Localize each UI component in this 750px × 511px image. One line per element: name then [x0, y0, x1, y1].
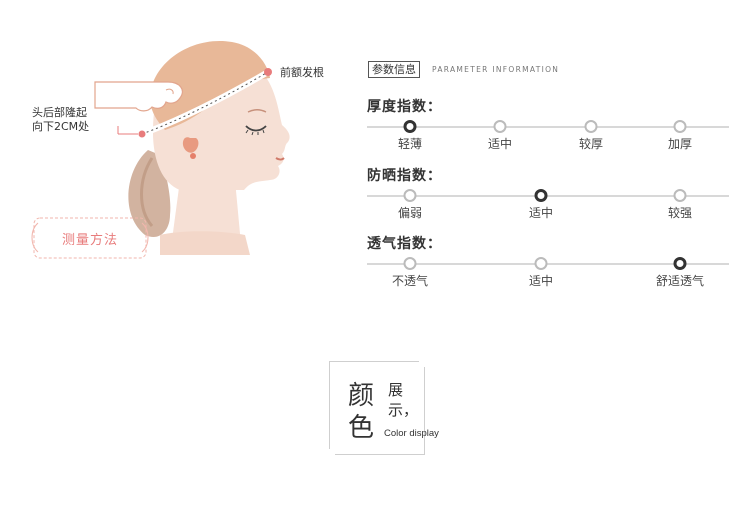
parameter-subtitle: PARAMETER INFORMATION	[432, 64, 560, 74]
sun-opt-weak: 偏弱	[397, 206, 423, 220]
color-display-heading: 颜 色 展 示， Color display	[329, 361, 439, 455]
display-char-1: 展	[388, 381, 404, 399]
thickness-title: 厚度指数：	[367, 99, 442, 115]
thickness-dot-thick	[584, 120, 598, 133]
breathability-title: 透气指数：	[367, 236, 442, 252]
thickness-opt-extra-thick: 加厚	[667, 137, 693, 151]
label-back-line2: 向下2CM处	[32, 120, 90, 133]
thickness-opt-medium: 适中	[487, 137, 513, 151]
breath-dot-medium	[534, 257, 548, 270]
head-measure-illustration: 前额发根 头后部隆起 向下2CM处 测量方法	[20, 30, 340, 270]
color-display-english: Color display	[384, 428, 439, 439]
parameter-tag: 参数信息	[368, 60, 420, 78]
breathability-scale-line	[367, 263, 729, 265]
thickness-scale-line	[367, 126, 729, 128]
thickness-dot-medium	[493, 120, 507, 133]
head-measure-icon	[31, 40, 290, 259]
breath-opt-comfortable: 舒适透气	[655, 274, 705, 288]
sun-protection-title: 防晒指数：	[367, 168, 442, 184]
color-char-1: 颜	[348, 381, 375, 411]
thickness-dot-extra-thick	[673, 120, 687, 133]
measure-method-text: 测量方法	[61, 233, 118, 248]
breathability-index: 透气指数： 不透气 适中 舒适透气	[367, 233, 729, 293]
measure-method-badge: 测量方法	[34, 215, 146, 259]
breath-dot-comfortable	[673, 257, 687, 270]
label-back-line1: 头后部隆起	[32, 106, 87, 119]
parameter-header: 参数信息 PARAMETER INFORMATION	[368, 60, 559, 78]
sun-opt-medium: 适中	[528, 206, 554, 220]
color-frame-bottom-right	[335, 367, 425, 455]
sun-opt-strong: 较强	[667, 206, 693, 220]
sun-dot-strong	[673, 189, 687, 202]
display-char-2: 示，	[388, 401, 419, 419]
color-char-2: 色	[348, 413, 375, 443]
label-back-of-head: 头后部隆起 向下2CM处	[32, 106, 89, 134]
breath-dot-none	[403, 257, 417, 270]
breath-opt-none: 不透气	[391, 274, 429, 288]
thickness-index: 厚度指数： 轻薄 适中 较厚 加厚	[367, 96, 729, 156]
sun-protection-scale-line	[367, 195, 729, 197]
sun-dot-medium	[534, 189, 548, 202]
thickness-opt-thin: 轻薄	[397, 137, 423, 151]
thickness-opt-thick: 较厚	[578, 137, 604, 151]
sun-protection-index: 防晒指数： 偏弱 适中 较强	[367, 165, 729, 225]
thickness-dot-thin	[403, 120, 417, 133]
breath-opt-medium: 适中	[528, 274, 554, 288]
color-frame-top-left	[329, 361, 419, 449]
sun-dot-weak	[403, 189, 417, 202]
label-forehead-hairline: 前额发根	[280, 66, 324, 79]
